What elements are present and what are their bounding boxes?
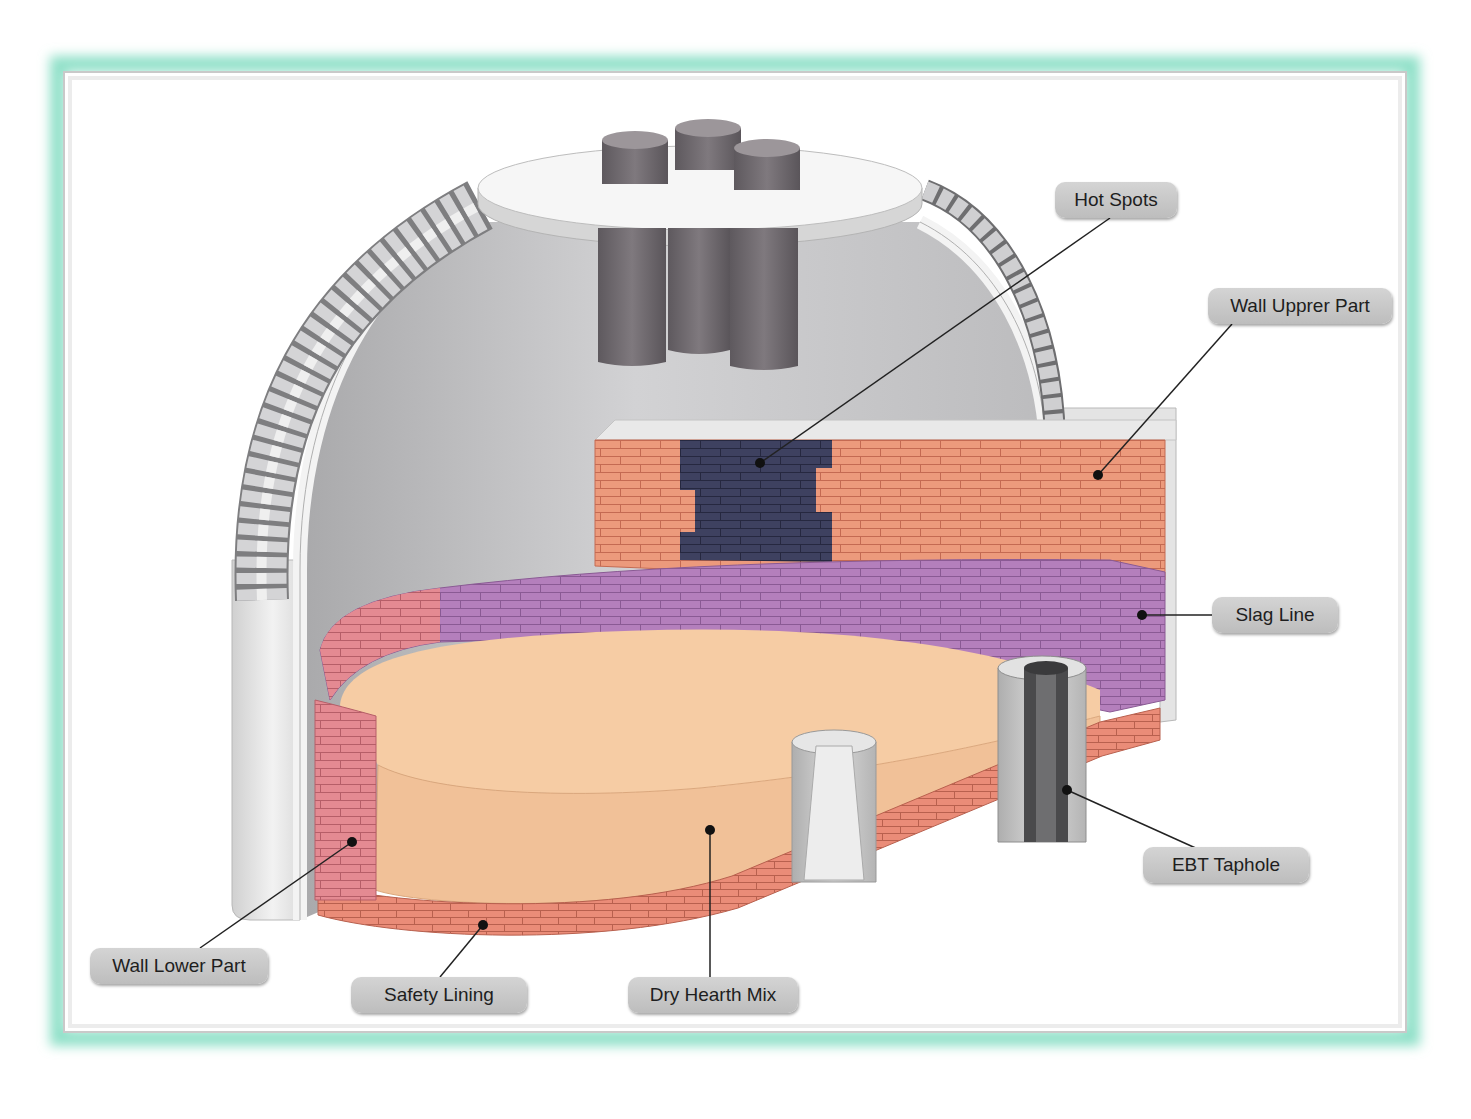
part-label: Slag Line: [1212, 597, 1338, 633]
electrode: [730, 228, 798, 370]
leader-lines: [200, 218, 1232, 977]
electrode: [598, 228, 666, 366]
taphole-block: [998, 668, 1086, 842]
outer-shell: [232, 560, 300, 920]
leader-dots: [347, 458, 1147, 930]
taphole-channel: [1024, 668, 1068, 842]
part-label: Wall Lower Part: [90, 948, 268, 984]
cooling-tubes: [261, 205, 480, 600]
electrode: [734, 139, 800, 157]
electrode: [602, 131, 668, 149]
part-name: Safety Lining: [384, 984, 494, 1006]
part-name: Wall Upprer Part: [1230, 295, 1370, 317]
part-name: Slag Line: [1235, 604, 1314, 626]
leader-dot: [347, 837, 357, 847]
part-label: Hot Spots: [1055, 182, 1177, 218]
taphole-channel: [1036, 668, 1056, 842]
part-name: EBT Taphole: [1172, 854, 1280, 876]
cooling-tubes: [925, 190, 1055, 440]
electrode: [675, 119, 741, 137]
part-label: Wall Upprer Part: [1208, 288, 1392, 324]
part-name: Hot Spots: [1074, 189, 1157, 211]
hot-spot-bricks: [680, 440, 832, 562]
leader-line: [1098, 324, 1232, 475]
lower-wall-bricks: [315, 700, 376, 900]
leader-line: [440, 925, 483, 977]
leader-line: [200, 842, 352, 948]
leader-dot: [1062, 785, 1072, 795]
wall-top-ledge: [595, 420, 1176, 440]
leader-dot: [1137, 610, 1147, 620]
part-label: Dry Hearth Mix: [628, 977, 798, 1013]
leader-dot: [755, 458, 765, 468]
spout-block: [792, 742, 876, 882]
leader-line: [760, 218, 1110, 463]
frame-panel: [64, 72, 1406, 1032]
part-name: Dry Hearth Mix: [650, 984, 777, 1006]
cooling-tubes: [261, 205, 480, 600]
part-label: EBT Taphole: [1143, 847, 1309, 883]
leader-dot: [1093, 470, 1103, 480]
frame-bevel: [70, 78, 1400, 1026]
cooling-tubes: [925, 190, 1055, 440]
part-name: Wall Lower Part: [112, 955, 245, 977]
cooling-tubes: [261, 205, 480, 600]
leader-line: [709, 830, 711, 977]
frame-glow: [58, 64, 1412, 1038]
electrode: [668, 228, 730, 354]
taphole-channel: [1024, 661, 1068, 675]
leader-dot: [478, 920, 488, 930]
part-label: Safety Lining: [351, 977, 527, 1013]
spout-channel: [804, 746, 864, 880]
electrodes: [598, 119, 800, 370]
leader-dot: [705, 825, 715, 835]
leader-line: [1067, 790, 1200, 850]
leader-line: [1142, 614, 1212, 616]
